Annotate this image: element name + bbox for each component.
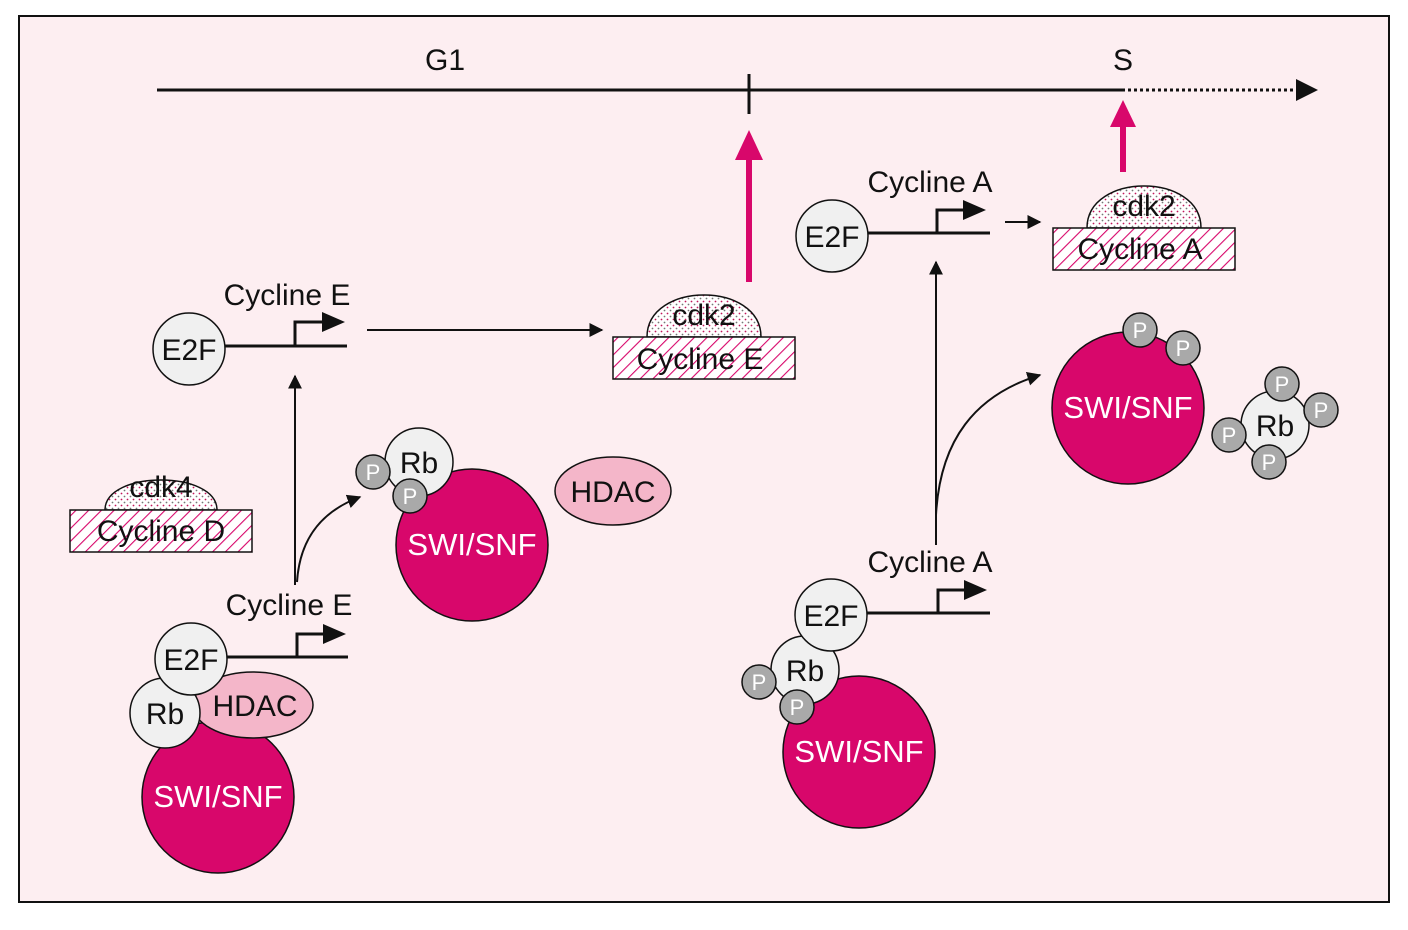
cell-cycle-timeline: G1 S [157, 44, 1318, 114]
swi-snf-released-right-label: SWI/SNF [1063, 390, 1192, 425]
phosphate [1122, 312, 1158, 348]
timeline-arrowhead [1296, 79, 1318, 101]
swi-snf-released [395, 468, 549, 622]
swi-snf-cyclin-a-repressor [782, 675, 936, 829]
e2f-cyclin-a-active [795, 199, 869, 273]
cycline-a-gene-label: Cycline A [867, 546, 992, 579]
phosphate [779, 689, 815, 725]
phosphate [1264, 366, 1300, 402]
swi-snf-label: SWI/SNF [153, 779, 282, 814]
e2f-active-label: E2F [161, 334, 216, 367]
cyclin-e-box [612, 336, 796, 380]
repressed-cyclin-a-promoter: SWI/SNF Rb P P E2F Cycline A [741, 546, 993, 829]
phosphate-label: P [1262, 450, 1277, 475]
phosphate-label: P [1275, 372, 1290, 397]
cyclin-a-box [1052, 227, 1236, 271]
cdk4-label: cdk4 [129, 471, 192, 504]
cdk2-label: cdk2 [1112, 190, 1175, 223]
tss-arrowhead [964, 580, 987, 600]
released-hdac: HDAC [554, 456, 672, 526]
phosphate-label: P [366, 460, 381, 485]
cycline-a-protein-label: Cycline A [1077, 233, 1202, 266]
s-label: S [1113, 44, 1133, 77]
phosphate [1251, 444, 1287, 480]
e2f-cyclin-a-repressed [794, 578, 868, 652]
active-cyclin-a-promoter: E2F Cycline A [795, 166, 993, 273]
phosphate-label: P [1176, 336, 1191, 361]
e2f-active [152, 312, 226, 386]
hdac-free [554, 456, 672, 526]
cdk2-label: cdk2 [672, 299, 735, 332]
released-swi-snf-rb-complex: SWI/SNF Rb P P [355, 427, 549, 622]
rb-cyclin-a-label: Rb [786, 655, 824, 688]
cdk2-dome [1086, 185, 1202, 229]
swi-snf-label: SWI/SNF [794, 734, 923, 769]
phosphate [741, 664, 777, 700]
repressed-cyclin-e-promoter: SWI/SNF HDAC Rb E2F Cycline E [129, 589, 353, 874]
e2f-cyclin-a-active-label: E2F [804, 221, 859, 254]
cyclin-d-box [69, 509, 253, 553]
phosphate-label: P [1222, 423, 1237, 448]
release-arrow-left [296, 494, 362, 583]
e2f-cyclin-a-repressed-label: E2F [803, 600, 858, 633]
cdk2-cyclin-a-to-s-phase-arrow [1110, 100, 1136, 172]
cdk4-dome [104, 479, 218, 511]
released-swi-snf-complex-right: SWI/SNF P P [1051, 312, 1205, 485]
phosphate [1303, 392, 1339, 428]
phosphate-label: P [1133, 318, 1148, 343]
tss-arrowhead [963, 200, 986, 220]
free-phosphorylated-rb: Rb P P P P [1211, 366, 1339, 480]
phosphate [1165, 330, 1201, 366]
hdac-free-label: HDAC [570, 476, 655, 509]
e2f-repressed [154, 622, 228, 696]
cdk2-dome [646, 294, 762, 338]
cycline-e-protein-label: Cycline E [637, 343, 764, 376]
e2f-repressed-label: E2F [163, 644, 218, 677]
rb-released-label: Rb [400, 447, 438, 480]
rb-free-label: Rb [1256, 410, 1294, 443]
phosphate-label: P [403, 484, 418, 509]
hdac-bound-label: HDAC [212, 690, 297, 723]
g1-label: G1 [425, 44, 465, 77]
cycline-e-active-gene-label: Cycline E [224, 279, 351, 312]
cdk2-cyclin-e-complex: cdk2 Cycline E [612, 294, 796, 380]
transcription-start-arrow [293, 320, 324, 346]
release-arrow-right [935, 372, 1042, 516]
cycline-a-active-gene-label: Cycline A [867, 166, 992, 199]
phosphate [1211, 417, 1247, 453]
phosphate [355, 454, 391, 490]
transcription-start-arrow [295, 632, 325, 657]
cycline-e-gene-label: Cycline E [226, 589, 353, 622]
transcription-start-arrow [935, 208, 965, 233]
swi-snf-released-label: SWI/SNF [407, 527, 536, 562]
phosphate-label: P [1314, 398, 1329, 423]
cycline-d-label: Cycline D [97, 515, 225, 548]
active-cyclin-e-promoter: E2F Cycline E [152, 279, 351, 386]
cdk2-cyclin-a-complex: cdk2 Cycline A [1052, 185, 1236, 271]
rb-bound-label: Rb [146, 698, 184, 731]
transcription-start-arrow [936, 588, 966, 613]
cdk4-cyclin-d-complex: cdk4 Cycline D [69, 471, 253, 553]
phosphate-label: P [752, 670, 767, 695]
phosphate-label: P [790, 695, 805, 720]
cdk2-cyclin-e-to-g1-checkpoint-arrow [735, 130, 763, 282]
tss-arrowhead [323, 624, 346, 644]
tss-arrowhead [322, 312, 345, 332]
phosphate [392, 478, 428, 514]
